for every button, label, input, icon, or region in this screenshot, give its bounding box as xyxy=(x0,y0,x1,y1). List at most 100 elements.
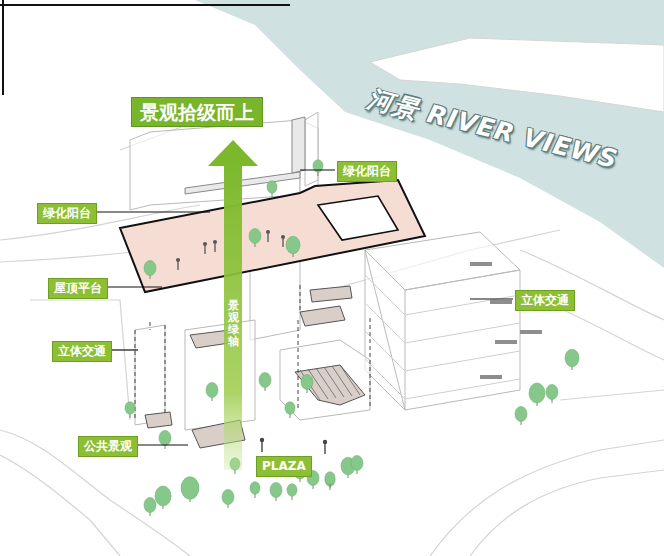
stair xyxy=(310,286,352,302)
stair xyxy=(145,412,172,428)
green-balcony xyxy=(185,172,300,194)
axis-label: 景观绿轴 xyxy=(228,300,239,348)
node-text: PLAZA xyxy=(262,459,306,473)
person-head xyxy=(323,440,327,444)
axis-arrow-head xyxy=(208,140,258,166)
building-wireframe xyxy=(280,340,370,420)
person-head xyxy=(266,230,270,234)
tree-crown xyxy=(325,472,335,485)
plaza-box: PLAZA xyxy=(256,456,312,477)
building-wireframe xyxy=(405,270,520,290)
dashed-guide xyxy=(370,318,371,408)
stair-step xyxy=(324,367,344,397)
floor-line xyxy=(405,351,520,371)
person-body xyxy=(261,442,262,452)
node-text: 屋顶平台 xyxy=(54,281,102,295)
tree-crown xyxy=(270,483,282,498)
tree-crown xyxy=(285,402,295,415)
site-road-line xyxy=(560,390,664,400)
node-text: 公共景观 xyxy=(84,439,132,453)
tree-crown xyxy=(222,490,234,505)
balcony xyxy=(495,340,517,344)
floor-line xyxy=(405,379,520,399)
tree-crown xyxy=(181,477,199,500)
floor-line xyxy=(365,359,405,399)
dashed-guide xyxy=(165,325,166,415)
axis-arrow-shaft xyxy=(224,162,242,470)
tree-crown xyxy=(249,229,261,244)
leader-line xyxy=(470,298,513,299)
tree-crown xyxy=(259,373,271,388)
callout-box: 绿化阳台 xyxy=(37,203,97,224)
callout-box: 绿化阳台 xyxy=(337,161,397,182)
green-balcony xyxy=(292,117,305,173)
frame-line xyxy=(2,0,4,95)
stair-step xyxy=(300,370,320,400)
site-road-line xyxy=(0,455,120,556)
person-head xyxy=(260,438,264,442)
tree-crown xyxy=(144,261,156,276)
tree-crown xyxy=(267,181,277,194)
floor-line xyxy=(405,295,520,315)
building-wireframe xyxy=(250,260,300,340)
node-text: 绿化阳台 xyxy=(343,164,391,178)
leader-line xyxy=(300,169,335,170)
site-road-line xyxy=(30,300,130,420)
site-road-line xyxy=(0,430,190,556)
person-body xyxy=(267,234,268,242)
tree-crown xyxy=(125,402,135,415)
person-body xyxy=(204,246,205,254)
tree-crown xyxy=(286,236,300,254)
dashed-guide xyxy=(150,322,151,330)
site-road-line xyxy=(470,470,664,556)
person-body xyxy=(282,239,283,247)
person-body xyxy=(177,262,178,270)
roof-void xyxy=(318,196,398,240)
tree-crown xyxy=(206,383,218,398)
person-body xyxy=(214,244,215,252)
balcony xyxy=(490,300,512,304)
node-text: 立体交通 xyxy=(58,344,106,358)
balcony xyxy=(520,330,542,334)
leader-line xyxy=(138,444,188,445)
person-head xyxy=(281,235,285,239)
stair-step xyxy=(316,368,336,398)
dashed-guide xyxy=(298,320,299,410)
tree-crown xyxy=(144,498,156,513)
roof-platform xyxy=(120,180,425,292)
callout-box: 立体交通 xyxy=(52,341,112,362)
building-wireframe xyxy=(305,112,318,186)
tree-crown xyxy=(155,486,171,506)
tree-crown xyxy=(546,385,558,400)
tree-crown xyxy=(529,383,545,403)
balcony xyxy=(480,375,502,379)
person-body xyxy=(324,444,325,454)
stair xyxy=(300,306,345,326)
leader-line xyxy=(112,349,138,350)
stair xyxy=(295,365,365,405)
tree-crown xyxy=(515,407,527,422)
river-label: 河景 RIVER VIEWS xyxy=(364,82,621,176)
tree-crown xyxy=(287,484,297,497)
building-wireframe xyxy=(185,320,255,430)
person-head xyxy=(203,242,207,246)
stair-step xyxy=(332,366,352,396)
tree-crown xyxy=(159,431,171,446)
frame-line xyxy=(0,4,290,6)
building-wireframe xyxy=(135,325,165,425)
tree-crown xyxy=(351,456,363,471)
tree-crown xyxy=(301,375,313,390)
building-wireframe xyxy=(130,120,300,210)
callout-box: 屋顶平台 xyxy=(48,278,108,299)
node-text: 立体交通 xyxy=(521,293,569,307)
balcony xyxy=(470,262,492,266)
person-head xyxy=(213,240,217,244)
tree-crown xyxy=(250,482,260,495)
node-text: 绿化阳台 xyxy=(43,206,91,220)
leader-line xyxy=(96,211,210,212)
tree-crown xyxy=(565,349,579,367)
floor-line xyxy=(405,323,520,343)
callout-box: 立体交通 xyxy=(515,290,575,311)
dashed-guide xyxy=(300,285,301,312)
